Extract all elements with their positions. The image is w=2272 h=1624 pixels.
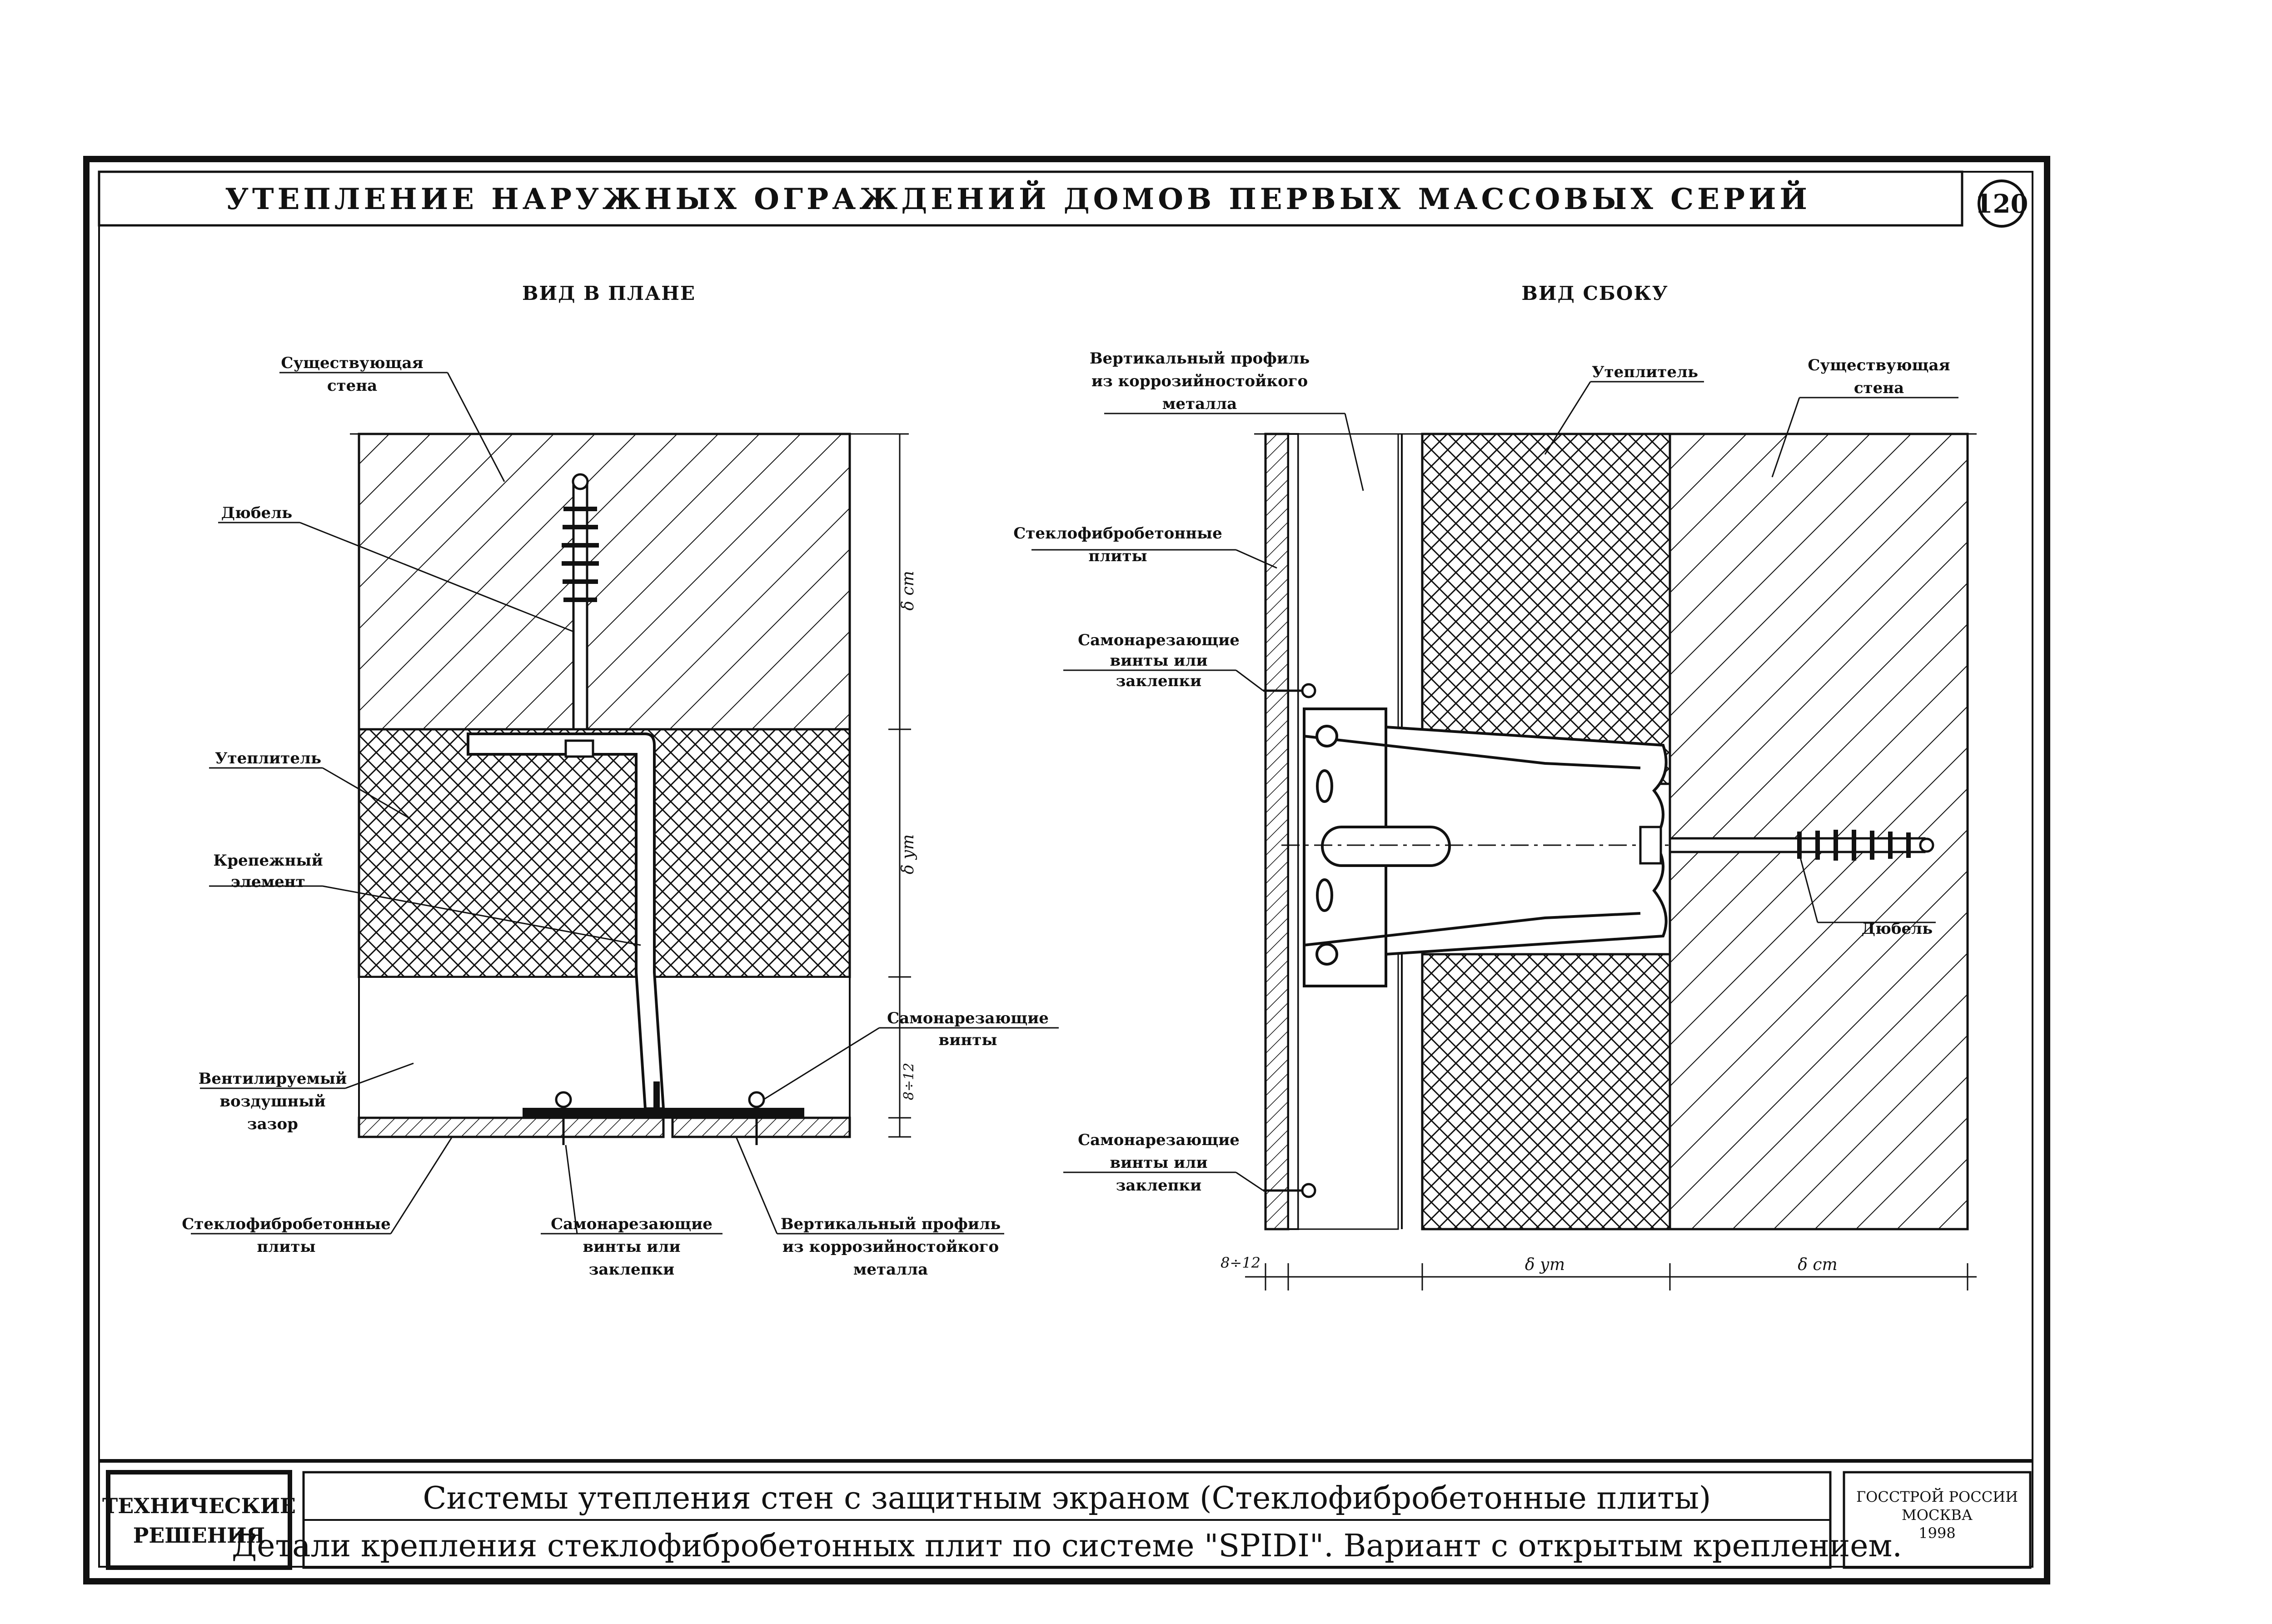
title-block-category-box [106, 1470, 292, 1570]
side-dowel [1669, 830, 1934, 861]
outer-frame [83, 156, 2050, 1584]
side-label-panels-2: плиты [1088, 547, 1147, 565]
plan-label-screws-2: винты [939, 1031, 997, 1049]
side-label-profile-1: Вертикальный профиль [1090, 349, 1310, 368]
plan-label-gap-2: воздушный [219, 1092, 325, 1111]
page-number-circle [1978, 179, 2026, 228]
plan-label-fastener-1: Крепежный [213, 852, 323, 870]
plan-existing-wall [358, 433, 851, 731]
plan-dowel [562, 473, 599, 731]
side-screws [1263, 683, 1316, 1198]
side-panel-strip [1264, 433, 1290, 1230]
plan-label-gap-1: Вентилируемый [199, 1070, 347, 1088]
side-label-screws-bottom-3: заклепки [1116, 1176, 1202, 1195]
plan-label-panels-2: плиты [257, 1238, 315, 1256]
title-block-category-1: ТЕХНИЧЕСКИЕ [102, 1494, 296, 1518]
plan-label-wall-1: Существующая [281, 354, 423, 372]
title-block-org-box [1843, 1471, 2032, 1569]
side-view-heading: ВИД СБОКУ [1521, 282, 1668, 304]
plan-leaders [191, 372, 1059, 1235]
side-label-panels-1: Стеклофибробетонные [1013, 524, 1222, 543]
side-dim-wall: δ ст [1798, 1255, 1837, 1274]
plan-label-screws-1: Самонарезающие [887, 1009, 1049, 1027]
side-dimensions [1245, 1263, 1977, 1290]
page-number: 120 [1975, 189, 2028, 219]
title-block-category-2: РЕШЕНИЯ [133, 1523, 265, 1548]
plan-label-dowel: Дюбель [221, 504, 292, 522]
side-label-screws-bottom-1: Самонарезающие [1078, 1131, 1240, 1149]
plan-panel-left [358, 1116, 665, 1138]
side-label-screws-top-3: заклепки [1116, 672, 1202, 690]
side-leaders [1031, 381, 1958, 1191]
title-block-org-2: МОСКВА [1902, 1506, 1973, 1524]
plan-dimensions [888, 434, 911, 1138]
plan-label-rivets-2: винты или [583, 1238, 680, 1256]
side-dim-gap: 8÷12 [1221, 1254, 1261, 1271]
plan-label-rivets-3: заклепки [589, 1260, 675, 1279]
header-box [98, 170, 1963, 227]
plan-label-wall-2: стена [327, 377, 377, 395]
side-label-profile-3: металла [1162, 395, 1237, 413]
side-label-insulation: Утеплитель [1592, 363, 1698, 381]
plan-label-insulation: Утеплитель [215, 749, 321, 767]
plan-dim-wall: δ ст [899, 571, 917, 610]
side-nut [1639, 826, 1662, 865]
title-block-line-1: Системы утепления стен с защитным экрано… [423, 1480, 1711, 1516]
side-label-dowel: Дюбель [1862, 920, 1933, 938]
plan-screws [555, 1091, 765, 1145]
title-block-org-3: 1998 [1918, 1524, 1955, 1542]
plan-label-rivets-1: Самонарезающие [551, 1215, 712, 1233]
side-fastener-bracket [1303, 707, 1668, 987]
plan-dim-insulation: δ ут [899, 834, 917, 874]
plan-air-gap [358, 976, 851, 1119]
plan-vertical-profile [523, 1108, 804, 1118]
sheet-title: УТЕПЛЕНИЕ НАРУЖНЫХ ОГРАЖДЕНИЙ ДОМОВ ПЕРВ… [225, 180, 1811, 216]
title-block-org-1: ГОССТРОЙ РОССИИ [1856, 1488, 2018, 1505]
plan-label-gap-3: зазор [247, 1115, 298, 1133]
side-label-wall-1: Существующая [1808, 356, 1950, 374]
plan-view-heading: ВИД В ПЛАНЕ [522, 282, 696, 304]
plan-fastener-bracket [467, 732, 665, 1110]
title-block: ТЕХНИЧЕСКИЕ РЕШЕНИЯ Системы утепления ст… [99, 1459, 2033, 1570]
plan-label-profile-2: из коррозийностойкого [782, 1238, 999, 1256]
title-block-line-2: Детали крепления стеклофибробетонных пли… [232, 1528, 1902, 1564]
plan-dim-gap: 8÷12 [901, 1063, 917, 1100]
side-label-profile-2: из коррозийностойкого [1091, 372, 1308, 390]
side-vertical-profile [1287, 433, 1299, 1230]
plan-view: ВИД В ПЛАНЕ [182, 282, 1059, 1279]
side-insulation-top [1421, 433, 1671, 785]
plan-label-panels-1: Стеклофибробетонные [182, 1215, 391, 1233]
side-insulation-bottom [1421, 953, 1671, 1230]
side-view: ВИД СБОКУ [1013, 282, 1977, 1290]
side-label-screws-top-2: винты или [1110, 652, 1207, 670]
plan-label-profile-3: металла [853, 1260, 928, 1279]
plan-panel-right [671, 1116, 851, 1138]
side-label-screws-bottom-2: винты или [1110, 1154, 1207, 1172]
side-label-wall-2: стена [1854, 379, 1904, 397]
plan-insulation [358, 728, 851, 978]
plan-label-fastener-2: элемент [231, 873, 305, 891]
side-label-screws-top-1: Самонарезающие [1078, 631, 1240, 649]
side-dim-insulation: δ ут [1525, 1255, 1565, 1274]
plan-label-profile-1: Вертикальный профиль [781, 1215, 1001, 1233]
